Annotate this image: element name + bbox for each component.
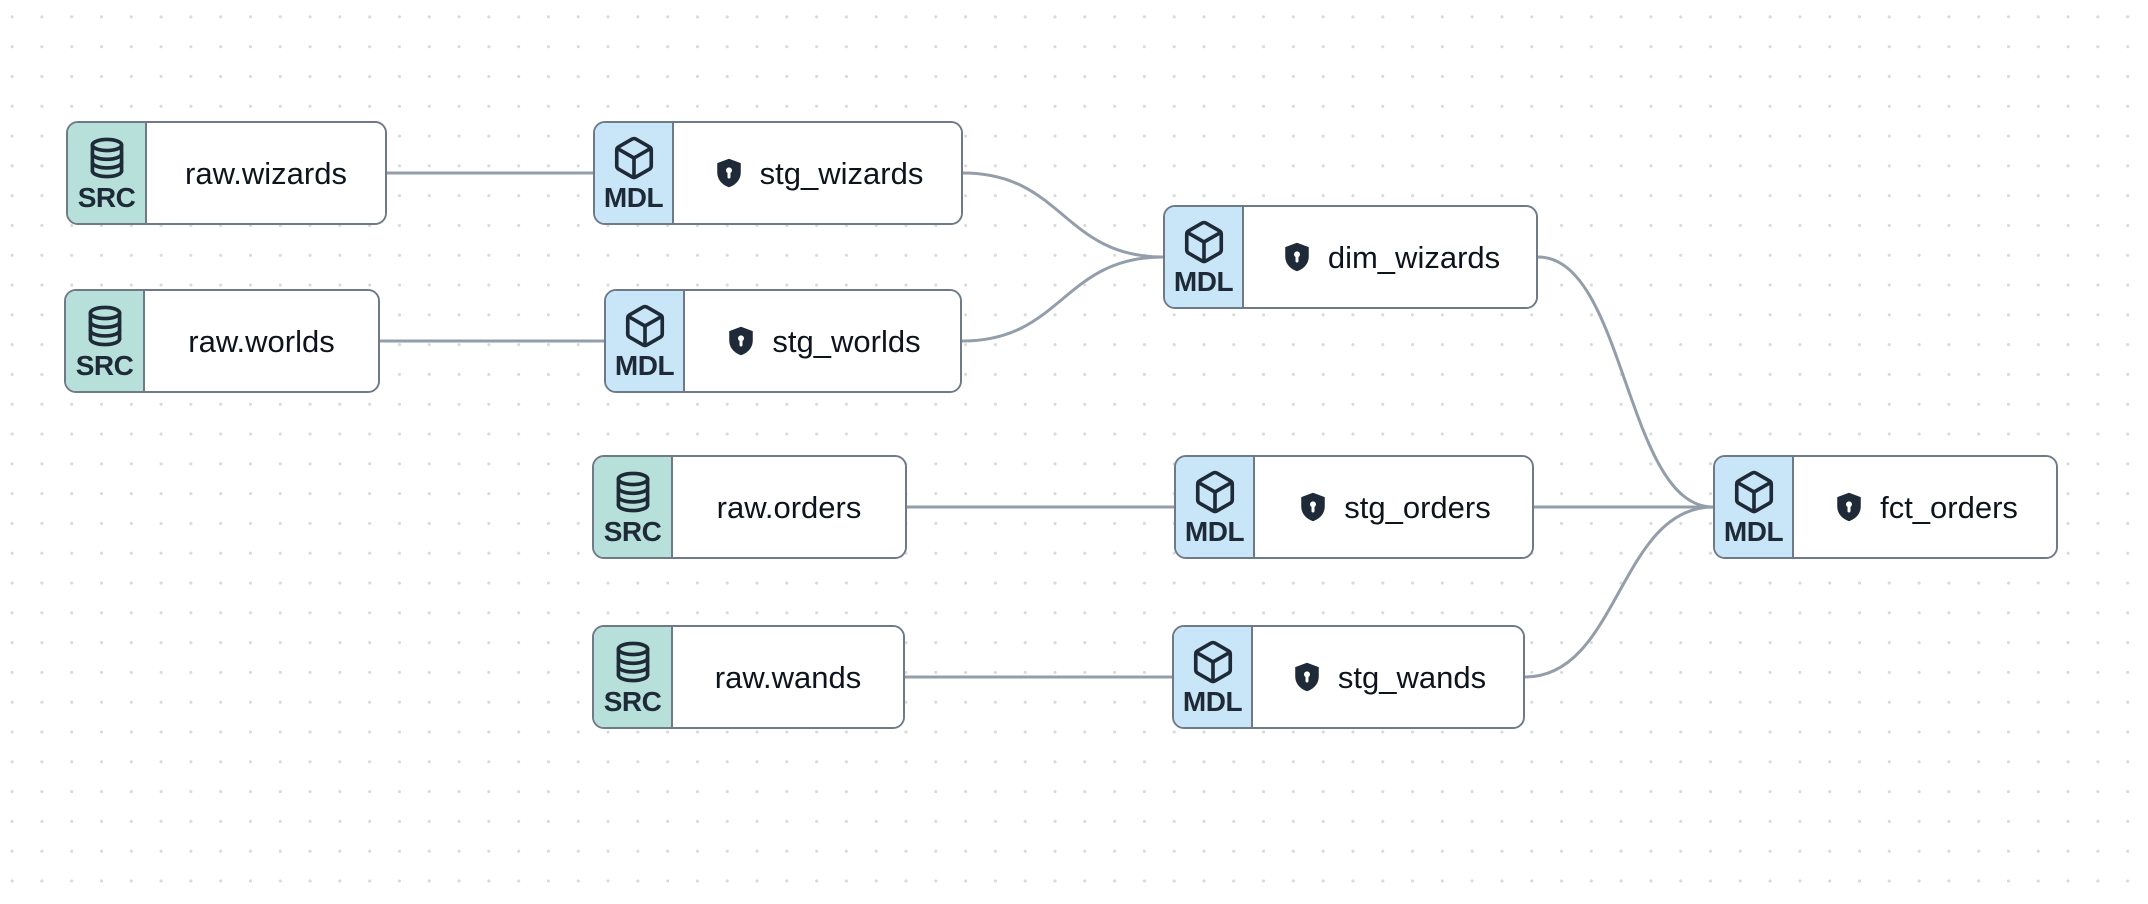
- node-body: raw.wands: [673, 627, 903, 727]
- node-name: raw.orders: [716, 489, 862, 525]
- database-icon: [610, 639, 656, 685]
- node-body: raw.wizards: [147, 123, 385, 223]
- cube-icon: [611, 135, 657, 181]
- node-type-badge: MDL: [1715, 457, 1794, 557]
- node-type-label: MDL: [614, 349, 675, 381]
- node-name: stg_wizards: [759, 155, 924, 191]
- node-name: raw.worlds: [188, 323, 335, 359]
- node-type-badge: MDL: [1165, 207, 1244, 307]
- shield-lock-icon: [1280, 239, 1314, 276]
- cube-icon: [1731, 469, 1777, 515]
- node-type-label: MDL: [1723, 515, 1784, 547]
- shield-lock-icon: [1832, 489, 1866, 526]
- node-type-label: SRC: [75, 349, 134, 381]
- edge-dim_wizards-to-fct_orders: [1536, 255, 1715, 509]
- node-type-label: SRC: [603, 685, 662, 717]
- node-type-badge: SRC: [594, 457, 673, 557]
- edge-stg_wizards-to-dim_wizards: [961, 171, 1165, 259]
- edge-stg_worlds-to-dim_wizards: [960, 255, 1165, 343]
- database-icon: [610, 469, 656, 515]
- node-stg_orders[interactable]: MDL stg_orders: [1174, 455, 1534, 559]
- cube-icon: [1181, 219, 1227, 265]
- node-type-label: SRC: [603, 515, 662, 547]
- shield-lock-icon: [712, 155, 746, 192]
- node-type-badge: SRC: [68, 123, 147, 223]
- node-name: stg_worlds: [772, 323, 921, 359]
- node-name: stg_wands: [1337, 659, 1487, 695]
- node-name: dim_wizards: [1327, 239, 1501, 275]
- node-name: stg_orders: [1344, 489, 1491, 525]
- node-name: fct_orders: [1880, 489, 2018, 525]
- node-type-label: SRC: [77, 181, 136, 213]
- node-raw_worlds[interactable]: SRC raw.worlds: [64, 289, 380, 393]
- database-icon: [82, 303, 128, 349]
- node-name: raw.wizards: [185, 155, 347, 191]
- node-type-badge: SRC: [66, 291, 145, 391]
- node-type-label: MDL: [603, 181, 664, 213]
- node-body: fct_orders: [1794, 457, 2056, 557]
- node-body: stg_worlds: [685, 291, 960, 391]
- node-raw_wands[interactable]: SRC raw.wands: [592, 625, 905, 729]
- edge-stg_wands-to-fct_orders: [1523, 505, 1715, 679]
- node-body: stg_wizards: [674, 123, 961, 223]
- node-stg_worlds[interactable]: MDL stg_worlds: [604, 289, 962, 393]
- node-type-badge: MDL: [606, 291, 685, 391]
- cube-icon: [1192, 469, 1238, 515]
- node-type-label: MDL: [1182, 685, 1243, 717]
- node-name: raw.wands: [714, 659, 862, 695]
- node-type-label: MDL: [1184, 515, 1245, 547]
- shield-lock-icon: [1296, 489, 1330, 526]
- node-body: raw.worlds: [145, 291, 378, 391]
- node-body: dim_wizards: [1244, 207, 1536, 307]
- shield-lock-icon: [1290, 659, 1324, 696]
- node-type-badge: SRC: [594, 627, 673, 727]
- node-type-badge: MDL: [595, 123, 674, 223]
- shield-lock-icon: [724, 323, 758, 360]
- node-body: stg_wands: [1253, 627, 1523, 727]
- node-type-badge: MDL: [1176, 457, 1255, 557]
- node-stg_wands[interactable]: MDL stg_wands: [1172, 625, 1525, 729]
- cube-icon: [622, 303, 668, 349]
- node-type-label: MDL: [1173, 265, 1234, 297]
- database-icon: [84, 135, 130, 181]
- node-raw_wizards[interactable]: SRC raw.wizards: [66, 121, 387, 225]
- node-fct_orders[interactable]: MDL fct_orders: [1713, 455, 2058, 559]
- node-raw_orders[interactable]: SRC raw.orders: [592, 455, 907, 559]
- node-body: raw.orders: [673, 457, 905, 557]
- node-stg_wizards[interactable]: MDL stg_wizards: [593, 121, 963, 225]
- node-body: stg_orders: [1255, 457, 1532, 557]
- node-type-badge: MDL: [1174, 627, 1253, 727]
- cube-icon: [1190, 639, 1236, 685]
- node-dim_wizards[interactable]: MDL dim_wizards: [1163, 205, 1538, 309]
